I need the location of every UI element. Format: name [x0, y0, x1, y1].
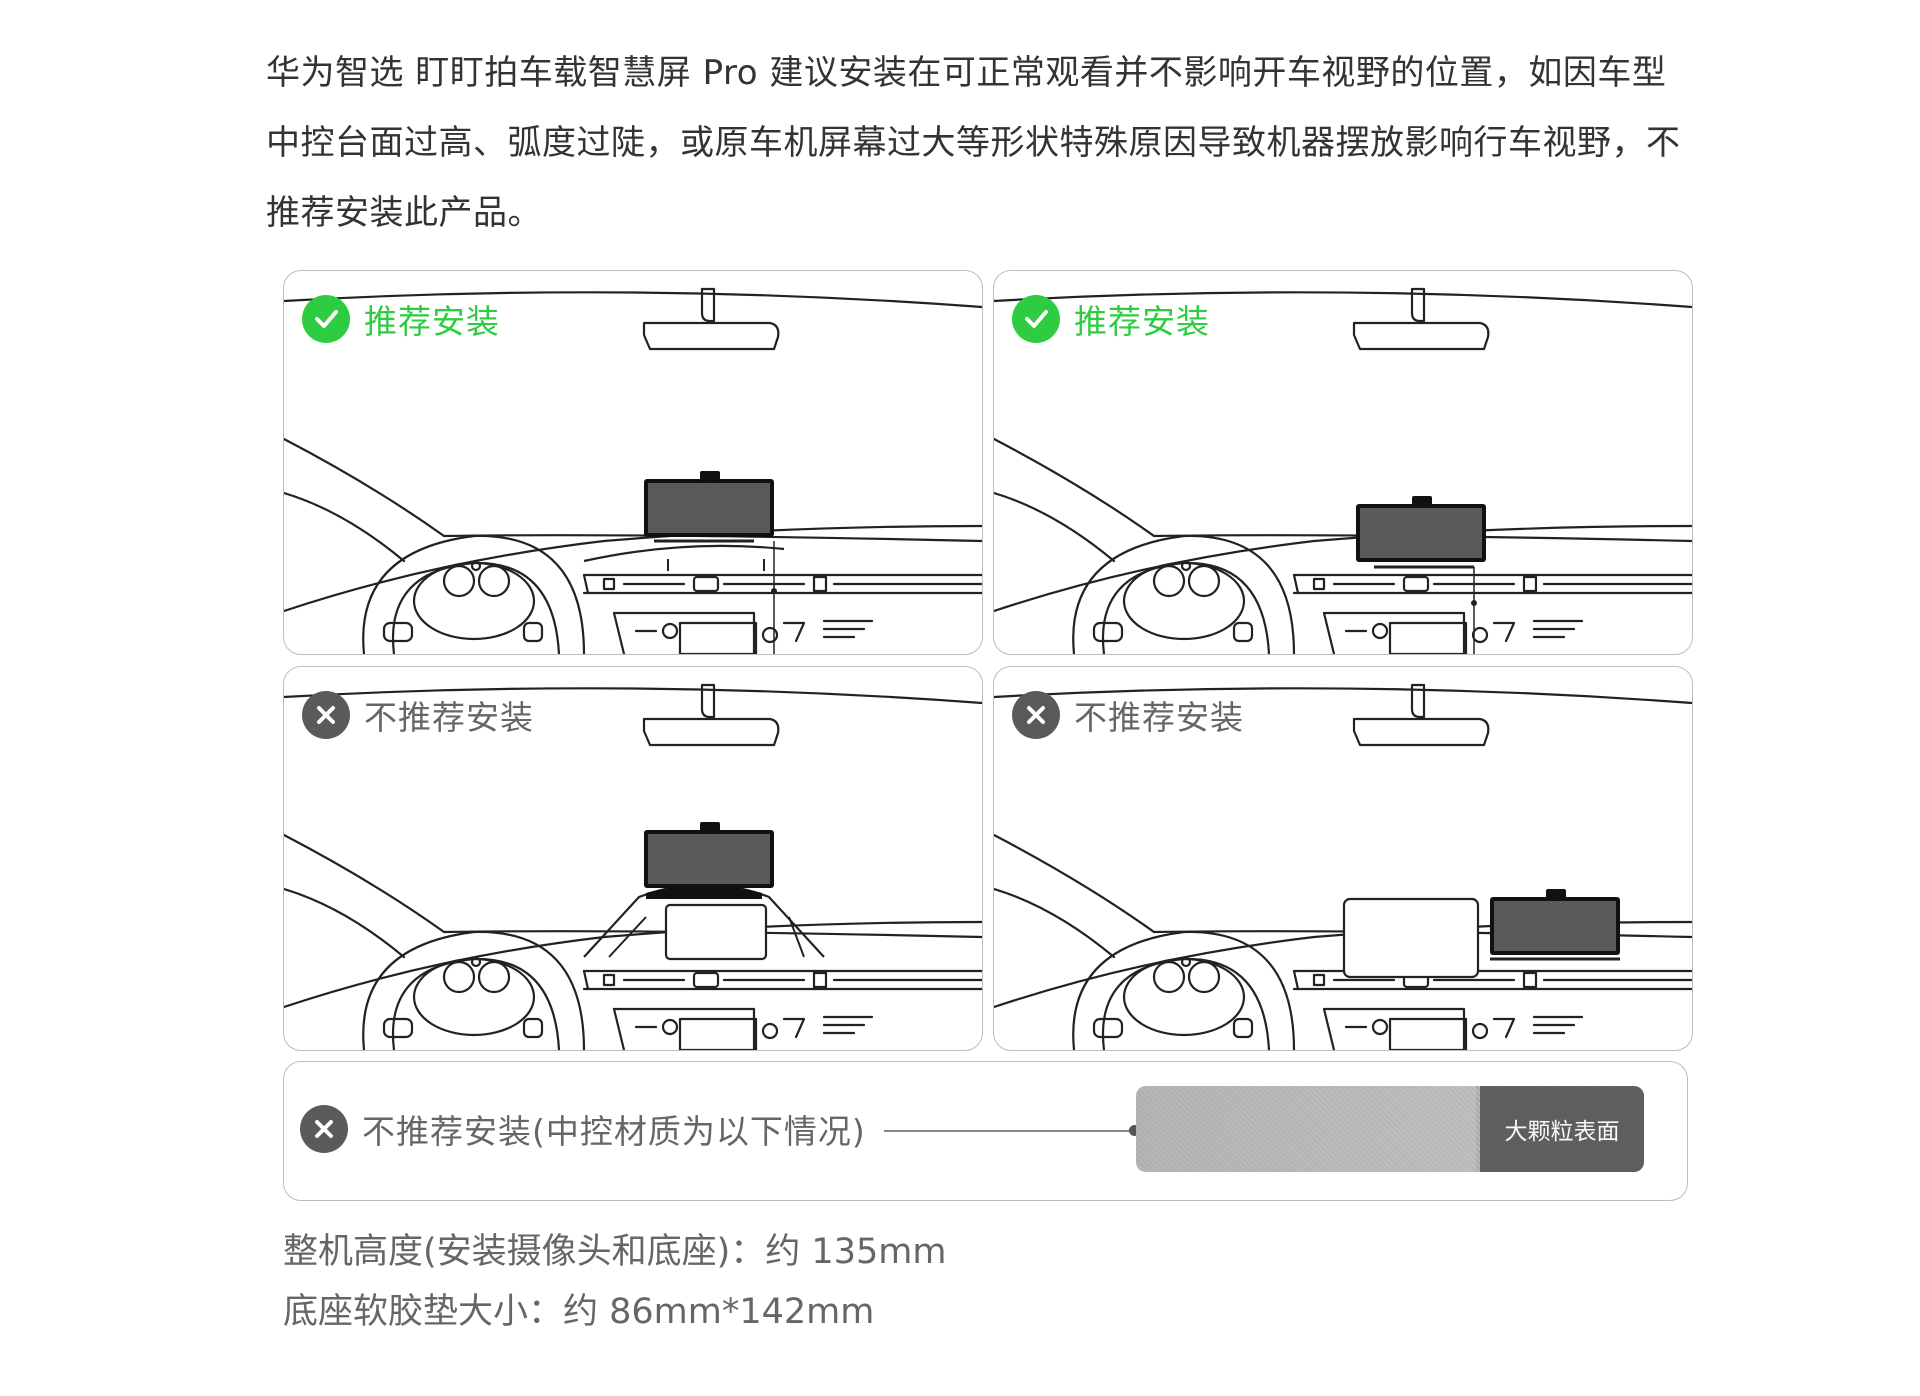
car-screen-device [644, 471, 774, 537]
dashboard-illustration [284, 287, 982, 654]
material-warning-panel: 不推荐安装(中控材质为以下情况) 大颗粒表面 [283, 1061, 1688, 1201]
status-label: 推荐安装 [364, 302, 500, 341]
cross-icon [1012, 691, 1060, 739]
intro-line-2: 中控台面过高、弧度过陡，或原车机屏幕过大等形状特殊原因导致机器摆放影响行车视野，… [266, 123, 1681, 163]
status-badge: 推荐安装 [1012, 295, 1210, 343]
status-badge: 不推荐安装 [1012, 691, 1244, 739]
check-icon [302, 295, 350, 343]
spec-height: 整机高度(安装摄像头和底座)：约 135mm [283, 1232, 947, 1272]
car-screen-device [1490, 889, 1620, 955]
status-label: 不推荐安装 [364, 698, 534, 737]
intro-line-1: 华为智选 盯盯拍车载智慧屏 Pro 建议安装在可正常观看并不影响开车视野的位置，… [266, 53, 1667, 93]
status-badge: 不推荐安装 [302, 691, 534, 739]
scene-panel-not-recommended-2: 不推荐安装 [993, 666, 1693, 1051]
status-badge: 推荐安装 [302, 295, 500, 343]
scene-panel-recommended-1: 推荐安装 [283, 270, 983, 655]
check-icon [1012, 295, 1060, 343]
spec-pad-size: 底座软胶垫大小：约 86mm*142mm [283, 1292, 875, 1332]
dashboard-illustration [994, 683, 1692, 1050]
cross-icon [300, 1105, 348, 1153]
scene-panel-not-recommended-1: 不推荐安装 [283, 666, 983, 1051]
material-label: 不推荐安装(中控材质为以下情况) [362, 1112, 866, 1151]
status-label: 不推荐安装 [1074, 698, 1244, 737]
dashboard-illustration [284, 683, 982, 1050]
connector-dot [1129, 1125, 1140, 1136]
cross-icon [302, 691, 350, 739]
car-screen-device [1356, 496, 1486, 562]
dashboard-illustration [994, 287, 1692, 654]
surface-texture-swatch: 大颗粒表面 [1136, 1086, 1644, 1172]
spec-list: 整机高度(安装摄像头和底座)：约 135mm 底座软胶垫大小：约 86mm*14… [283, 1222, 946, 1342]
status-badge: 不推荐安装(中控材质为以下情况) [300, 1105, 866, 1153]
car-screen-device [644, 822, 774, 888]
status-label: 推荐安装 [1074, 302, 1210, 341]
scene-panel-recommended-2: 推荐安装 [993, 270, 1693, 655]
intro-line-3: 推荐安装此产品。 [266, 193, 542, 233]
connector-line [884, 1130, 1134, 1132]
intro-paragraph: 华为智选 盯盯拍车载智慧屏 Pro 建议安装在可正常观看并不影响开车视野的位置，… [266, 38, 1706, 248]
surface-label: 大颗粒表面 [1480, 1086, 1644, 1172]
